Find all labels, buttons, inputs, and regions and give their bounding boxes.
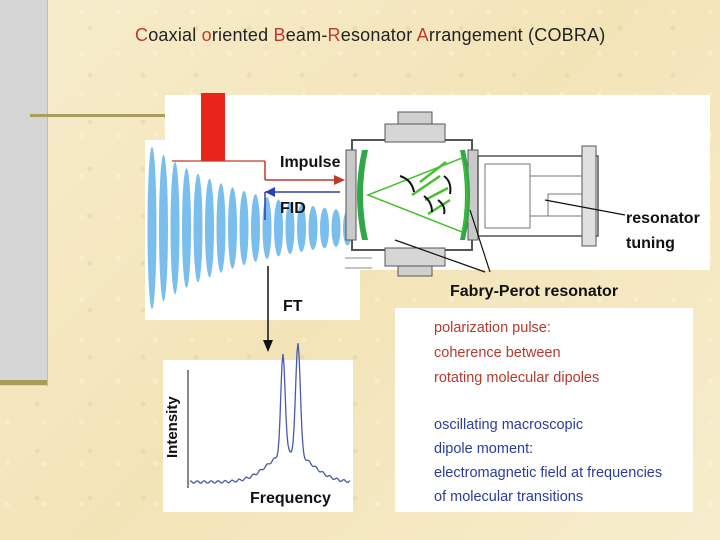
oscillating-line-4: of molecular transitions xyxy=(434,489,584,505)
frequency-axis-label: Frequency xyxy=(250,490,331,507)
title-part: riented xyxy=(211,25,274,45)
title-part: oaxial xyxy=(148,25,202,45)
fid-label: FID xyxy=(280,200,306,217)
left-mirror xyxy=(357,150,368,240)
resonator-tuning-label-2: tuning xyxy=(626,235,675,252)
impulse-bar xyxy=(201,93,225,161)
title-part: o xyxy=(201,25,212,45)
title-part: eam- xyxy=(285,25,328,45)
decorative-line xyxy=(30,114,170,117)
title-part: R xyxy=(327,25,341,45)
oscillating-line-3: electromagnetic field at frequencies xyxy=(434,465,663,481)
sidebar-panel xyxy=(0,0,48,386)
fid-lobe xyxy=(262,197,272,259)
fabry-pointer-right xyxy=(469,209,491,273)
fid-lobe xyxy=(308,205,318,251)
polarization-line-2: coherence between xyxy=(434,345,561,361)
oscillating-line-1: oscillating macroscopic xyxy=(434,417,584,433)
fid-lobe xyxy=(285,201,295,255)
spectrum-panel xyxy=(163,360,353,512)
fid-lobe xyxy=(216,183,226,273)
spectrum-line xyxy=(189,343,351,484)
title-part: C xyxy=(135,25,149,45)
fid-lobe xyxy=(320,207,329,249)
resonator-tuning-label-1: resonator xyxy=(626,210,700,227)
title-part: A xyxy=(416,25,429,45)
fid-lobe xyxy=(193,173,203,283)
title-part: rrangement (COBRA) xyxy=(428,25,606,45)
fid-lobe xyxy=(274,199,283,257)
fid-lobe xyxy=(170,161,180,295)
polarization-line-3: rotating molecular dipoles xyxy=(434,370,600,386)
slide-title: Coaxial oriented Beam-Resonator Arrangem… xyxy=(135,25,605,46)
fabry-pointer-left xyxy=(394,239,486,273)
fid-lobe xyxy=(147,147,157,309)
intensity-axis-label: Intensity xyxy=(164,396,181,458)
oscillating-line-2: dipole moment: xyxy=(434,441,534,457)
title-part: B xyxy=(273,25,286,45)
text-panel xyxy=(395,308,693,512)
impulse-arrow-head xyxy=(334,175,345,185)
fid-lobe xyxy=(239,190,249,266)
radiation-cone xyxy=(365,156,468,234)
fabry-perot-label: Fabry-Perot resonator xyxy=(450,283,619,300)
ft-arrow-head xyxy=(263,340,273,352)
fid-lobe xyxy=(331,209,341,247)
rotation-arrows xyxy=(399,175,452,215)
fid-arrow-head xyxy=(265,187,275,197)
fid-lobe xyxy=(297,204,306,252)
fid-lobe xyxy=(205,178,214,278)
title-part: esonator xyxy=(340,25,417,45)
polarization-line-1: polarization pulse: xyxy=(434,320,551,336)
tuning-pointer xyxy=(544,199,626,216)
fid-lobe xyxy=(159,154,168,302)
ft-label: FT xyxy=(283,298,303,315)
fid-wave xyxy=(147,147,352,309)
fid-lobe xyxy=(182,168,191,288)
sidebar-rule xyxy=(0,380,47,385)
fid-lobe xyxy=(228,187,237,269)
right-mirror xyxy=(460,150,470,240)
fid-lobe xyxy=(251,194,260,262)
impulse-label: Impulse xyxy=(280,154,341,171)
resonator-chamber xyxy=(345,111,599,277)
